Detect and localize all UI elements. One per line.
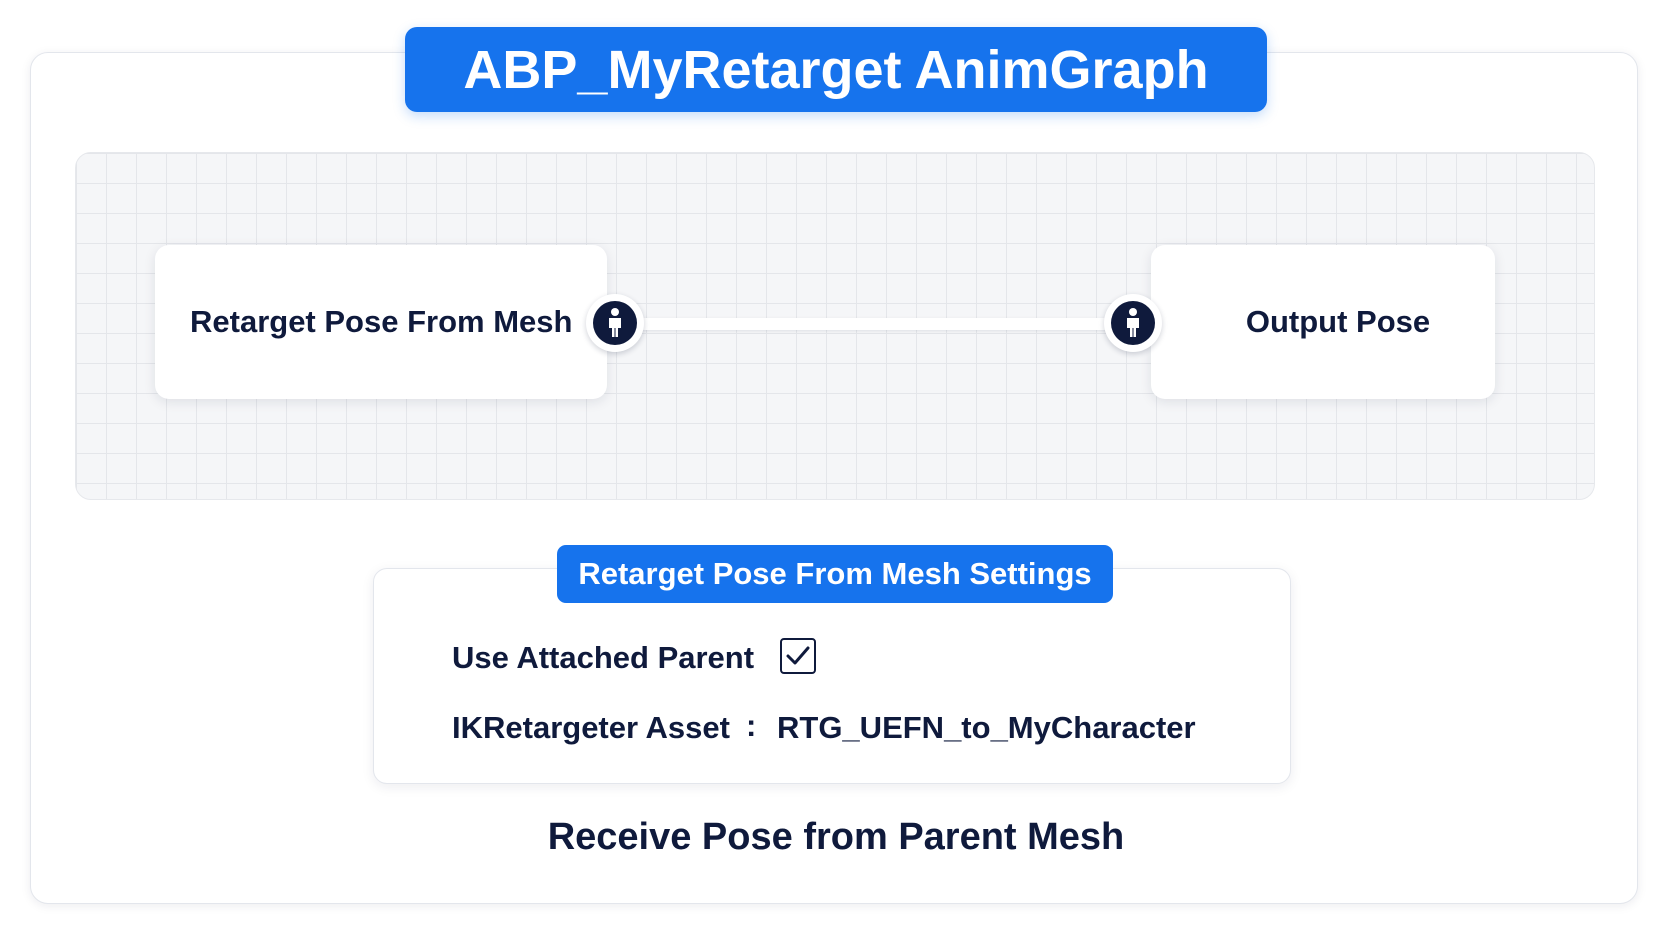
pose-wire[interactable] — [625, 318, 1125, 330]
checkmark-icon — [786, 646, 810, 665]
use-attached-parent-checkbox[interactable] — [780, 638, 816, 674]
retarget-output-pin[interactable] — [586, 294, 644, 352]
output-pose-node-label: Output Pose — [1245, 304, 1431, 339]
use-attached-parent-label: Use Attached Parent — [452, 640, 755, 675]
ik-retargeter-asset-value[interactable]: RTG_UEFN_to_MyCharacter — [777, 710, 1196, 745]
output-pose-input-pin[interactable] — [1104, 294, 1162, 352]
settings-header: Retarget Pose From Mesh Settings — [557, 545, 1113, 603]
person-icon — [1127, 308, 1139, 337]
ik-retargeter-asset-label: IKRetargeter Asset — [452, 710, 730, 745]
settings-panel — [373, 568, 1291, 784]
page-title: ABP_MyRetarget AnimGraph — [405, 27, 1267, 112]
footer-caption: Receive Pose from Parent Mesh — [547, 816, 1125, 858]
output-pose-node[interactable]: Output Pose — [1151, 245, 1495, 399]
retarget-pose-node-label: Retarget Pose From Mesh — [190, 304, 573, 339]
ik-retargeter-asset-separator: : — [746, 708, 757, 743]
person-icon — [609, 308, 621, 337]
retarget-pose-node[interactable]: Retarget Pose From Mesh — [155, 245, 607, 399]
